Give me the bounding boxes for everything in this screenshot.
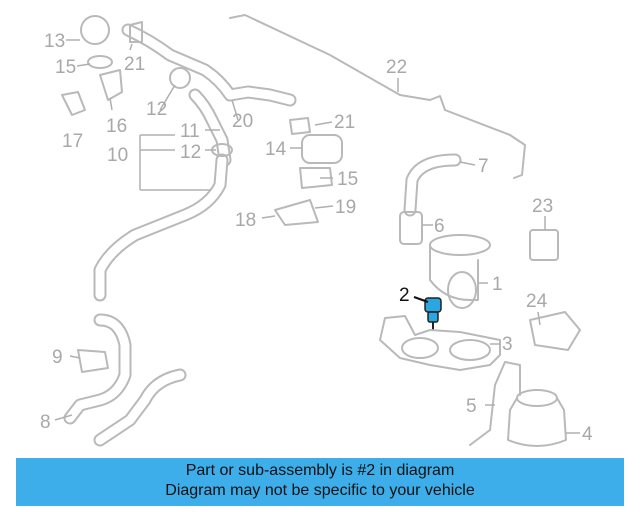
part-2-highlighted xyxy=(424,297,442,330)
callout-18: 17 xyxy=(62,131,83,152)
callout-11: 11 xyxy=(180,121,200,142)
callout-14: 14 xyxy=(265,139,287,160)
hose-7 xyxy=(399,153,462,245)
callout-19: 18 xyxy=(235,210,256,231)
callout-12a: 12 xyxy=(146,99,167,120)
callout-15a: 15 xyxy=(55,57,76,78)
callout-17: 19 xyxy=(335,197,356,218)
small-parts xyxy=(61,15,581,373)
callout-8: 8 xyxy=(40,412,51,433)
callout-6: 6 xyxy=(434,216,445,237)
hose-20 xyxy=(121,23,297,167)
callout-13: 13 xyxy=(44,31,65,52)
air-pump-1 xyxy=(429,234,491,309)
callout-5: 5 xyxy=(466,396,477,417)
line-5 xyxy=(469,361,521,446)
callout-16: 16 xyxy=(106,116,127,137)
rod-22 xyxy=(229,14,526,179)
callout-23: 23 xyxy=(532,196,553,217)
callout-2-highlighted: 2 xyxy=(399,285,410,306)
callout-4: 4 xyxy=(582,424,593,445)
callout-10: 10 xyxy=(107,145,128,166)
callout-7: 7 xyxy=(478,156,489,177)
canister-4 xyxy=(507,389,567,447)
callout-9: 9 xyxy=(52,347,63,368)
banner-line-1: Part or sub-assembly is #2 in diagram xyxy=(185,462,455,479)
bracket-3 xyxy=(379,315,501,371)
callout-labels: 13 15 21 17 16 12 11 10 12 20 21 14 15 1… xyxy=(40,31,593,445)
parts-diagram: 13 15 21 17 16 12 11 10 12 20 21 14 15 1… xyxy=(40,14,593,447)
callout-20: 20 xyxy=(232,111,253,132)
callout-21b: 21 xyxy=(334,112,355,133)
callout-3: 3 xyxy=(502,334,513,355)
callout-24: 24 xyxy=(526,291,548,312)
leader-lines xyxy=(54,39,580,434)
callout-21a: 21 xyxy=(124,54,145,75)
hose-8 xyxy=(63,153,229,447)
callout-15b: 15 xyxy=(337,169,358,190)
info-banner: Part or sub-assembly is #2 in diagram Di… xyxy=(16,458,624,506)
callout-12b: 12 xyxy=(180,142,201,163)
callout-1: 1 xyxy=(492,274,503,295)
banner-line-2: Diagram may not be specific to your vehi… xyxy=(165,482,475,499)
callout-22: 22 xyxy=(386,57,407,78)
